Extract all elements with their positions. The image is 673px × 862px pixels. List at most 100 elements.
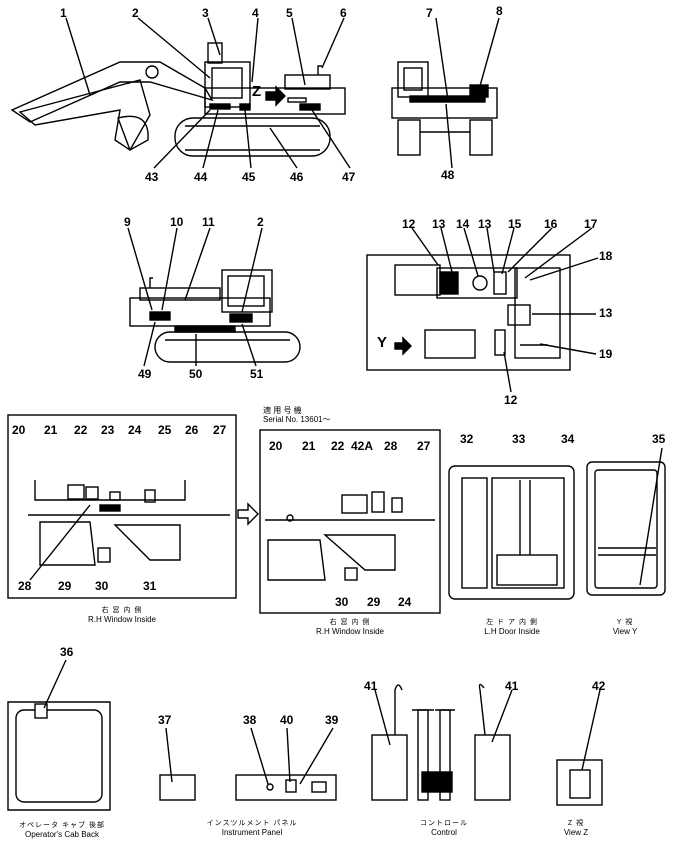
- p1-callout-28: 28: [18, 579, 32, 593]
- callout-34: 34: [561, 432, 575, 446]
- p1-callout-27: 27: [213, 423, 227, 437]
- callout-45: 45: [242, 170, 256, 184]
- p1-callout-22: 22: [74, 423, 88, 437]
- p1-callout-26: 26: [185, 423, 199, 437]
- callout-47: 47: [342, 170, 356, 184]
- upper-structure: [204, 87, 346, 115]
- rh-window-panel-1: [7, 414, 237, 599]
- callout-7: 7: [426, 6, 433, 20]
- caption-rh-window-1-en: R.H Window Inside: [87, 615, 157, 624]
- lh-door-panel: [448, 465, 575, 600]
- caption-view-y-en: View Y: [612, 627, 638, 636]
- callout-40: 40: [280, 713, 294, 727]
- callout-13a: 13: [432, 217, 446, 231]
- control-levers: [371, 683, 513, 801]
- caption-cab-back-jp: オペレータ キャブ 後部: [19, 822, 105, 829]
- callout-10: 10: [170, 215, 184, 229]
- callout-12a: 12: [402, 217, 416, 231]
- caption-instrument-panel: インスツルメント パネル Instrument Panel: [207, 819, 298, 837]
- boom-pin: [145, 65, 159, 79]
- callout-6: 6: [340, 6, 347, 20]
- z-arrow: [265, 85, 286, 107]
- callout-11: 11: [202, 215, 215, 229]
- p1-callout-24: 24: [128, 423, 142, 437]
- rh-window-panel-2: [259, 429, 441, 614]
- callout-43: 43: [145, 170, 159, 184]
- serial-note-en: Serial No. 13601～: [263, 415, 331, 424]
- excavator-side-view: [10, 17, 351, 169]
- caption-rh-window-2-en: R.H Window Inside: [315, 627, 385, 636]
- serial-note: 適 用 号 機 Serial No. 13601～: [263, 406, 331, 424]
- callout-3: 3: [202, 6, 209, 20]
- panel-arrow: [237, 502, 259, 526]
- caption-lh-door-en: L.H Door Inside: [484, 627, 540, 636]
- caption-cab-back: オペレータ キャブ 後部 Operator's Cab Back: [19, 821, 105, 839]
- excavator-rear-view: [391, 17, 500, 169]
- cab-window: [211, 67, 243, 99]
- callout-8: 8: [496, 4, 503, 18]
- callout-38: 38: [243, 713, 257, 727]
- caption-rh-window-2: 右 窓 内 側 R.H Window Inside: [316, 618, 384, 636]
- callout-5: 5: [286, 6, 293, 20]
- p1-callout-20: 20: [12, 423, 26, 437]
- callout-39: 39: [325, 713, 339, 727]
- p2-callout-22: 22: [331, 439, 345, 453]
- p2-callout-24: 24: [398, 595, 412, 609]
- decal: [299, 103, 321, 111]
- callout-2: 2: [132, 6, 139, 20]
- callout-42: 42: [592, 679, 606, 693]
- callout-51: 51: [250, 367, 264, 381]
- p1-callout-31: 31: [143, 579, 157, 593]
- callout-33: 33: [512, 432, 526, 446]
- p2-callout-30: 30: [335, 595, 349, 609]
- callout-2b: 2: [257, 215, 264, 229]
- cab-top-plate: [207, 42, 223, 64]
- callout-44: 44: [194, 170, 208, 184]
- caption-control-en: Control: [431, 828, 457, 837]
- callout-1: 1: [60, 6, 67, 20]
- caption-cab-back-en: Operator's Cab Back: [24, 830, 100, 839]
- caption-lh-door-jp: 左 ド ア 内 側: [486, 619, 538, 626]
- caption-rh-window-2-jp: 右 窓 内 側: [329, 619, 371, 626]
- caption-view-y: Y 視 View Y: [613, 618, 638, 636]
- instrument-panel: [159, 727, 337, 801]
- caption-control-jp: コントロール: [420, 820, 468, 827]
- caption-view-z-jp: Z 視: [567, 820, 585, 827]
- engine-hood: [284, 74, 331, 90]
- decal: [287, 97, 307, 103]
- p1-callout-25: 25: [158, 423, 172, 437]
- callout-37: 37: [158, 713, 172, 727]
- p1-callout-21: 21: [44, 423, 58, 437]
- caption-instrument-panel-en: Instrument Panel: [221, 828, 283, 837]
- callout-13b: 13: [478, 217, 492, 231]
- callout-9: 9: [124, 215, 131, 229]
- excavator-plan-view: [366, 227, 599, 393]
- cab-back-panel: [7, 659, 111, 811]
- callout-35: 35: [652, 432, 666, 446]
- bucket: [117, 115, 149, 152]
- y-arrow: [394, 336, 412, 356]
- callout-4: 4: [252, 6, 259, 20]
- callout-12b: 12: [504, 393, 518, 407]
- callout-36: 36: [60, 645, 74, 659]
- p2-callout-42a: 42A: [351, 439, 374, 453]
- muffler: [317, 65, 322, 75]
- y-arrow-label: Y: [377, 334, 388, 351]
- caption-view-z: Z 視 View Z: [564, 819, 588, 837]
- caption-lh-door: 左 ド ア 内 側 L.H Door Inside: [484, 618, 540, 636]
- caption-rh-window-1: 右 窓 内 側 R.H Window Inside: [88, 606, 156, 624]
- decal: [239, 103, 251, 111]
- callout-46: 46: [290, 170, 304, 184]
- p2-callout-29: 29: [367, 595, 381, 609]
- callout-18: 18: [599, 249, 613, 263]
- callout-13c: 13: [599, 306, 613, 320]
- callout-32: 32: [460, 432, 474, 446]
- view-z-panel: [556, 689, 603, 806]
- callout-14: 14: [456, 217, 470, 231]
- callout-41b: 41: [505, 679, 519, 693]
- p1-callout-29: 29: [58, 579, 72, 593]
- callout-17: 17: [584, 217, 598, 231]
- caption-view-y-jp: Y 視: [616, 619, 634, 626]
- view-y-panel: [586, 447, 666, 596]
